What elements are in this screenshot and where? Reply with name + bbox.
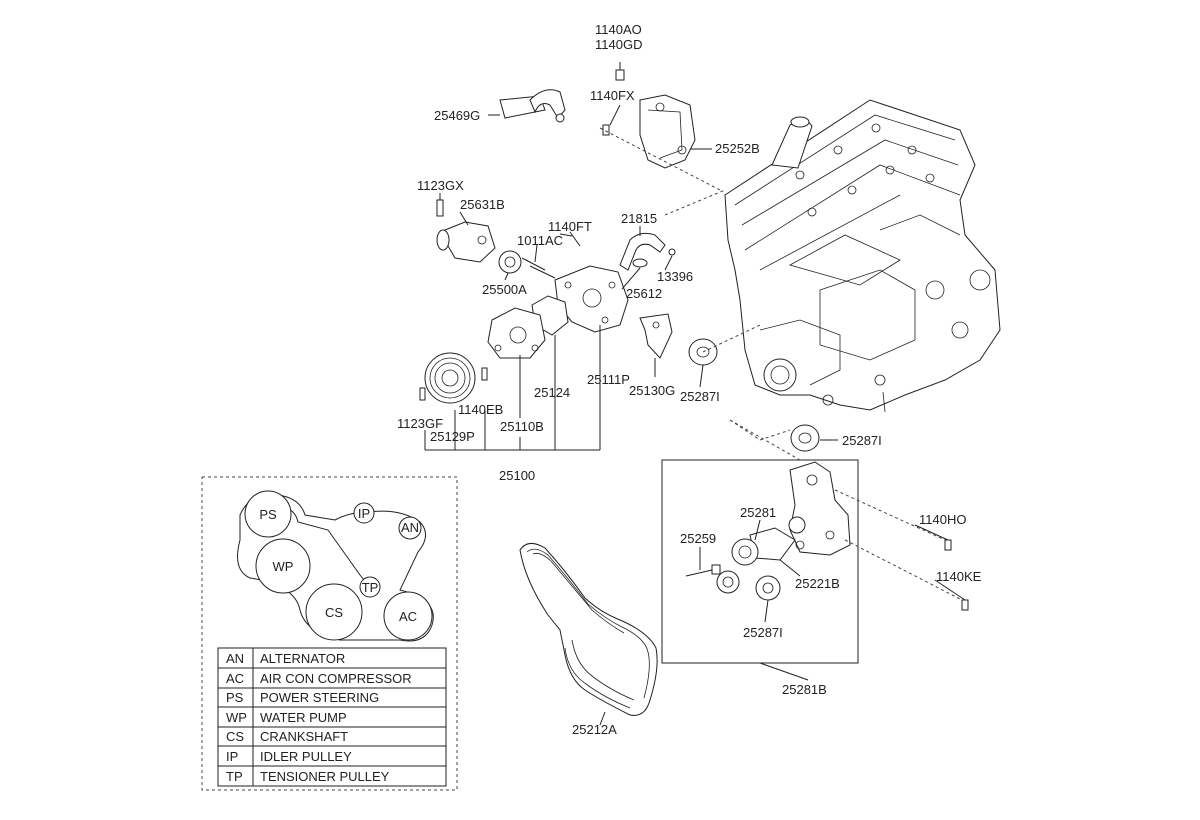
pulley-ps-label: PS xyxy=(259,507,277,522)
leader-lines xyxy=(424,104,966,726)
pulley-ip xyxy=(353,502,375,524)
engine-block-illustration xyxy=(724,99,1001,413)
legend-name: IDLER PULLEY xyxy=(260,749,352,764)
pulley-ip-label: IP xyxy=(358,506,370,521)
upper-bracket-illustration xyxy=(499,62,726,216)
callout-25500A: 25500A xyxy=(482,282,527,297)
pulley-ps xyxy=(244,490,292,538)
callout-1140FT: 1140FT xyxy=(548,219,592,234)
water-pump-illustration xyxy=(419,199,676,404)
callout-25287I-middle: 25287I xyxy=(842,433,882,448)
callout-25259: 25259 xyxy=(680,531,716,546)
callout-25124: 25124 xyxy=(534,385,570,400)
pulley-cs xyxy=(305,583,363,641)
callout-1140GD: 1140GD xyxy=(595,37,642,52)
callout-25287I-upper: 25287I xyxy=(680,389,720,404)
pulley-tp-label: TP xyxy=(362,580,379,595)
callout-25281B: 25281B xyxy=(782,682,827,697)
legend-code: AC xyxy=(226,671,244,686)
callout-25252B: 25252B xyxy=(715,141,760,156)
callout-25110B: 25110B xyxy=(500,419,544,434)
callout-25287I-lower: 25287I xyxy=(743,625,783,640)
callout-25612: 25612 xyxy=(626,286,662,301)
callout-1011AC: 1011AC xyxy=(517,233,563,248)
callout-labels: 1140AO 1140GD 25469G 1140FX 25252B 1123G… xyxy=(397,22,982,737)
legend-name: WATER PUMP xyxy=(260,710,347,725)
legend-code: IP xyxy=(226,749,238,764)
legend-name: TENSIONER PULLEY xyxy=(260,769,390,784)
callout-25129P: 25129P xyxy=(430,429,475,444)
legend-name: POWER STEERING xyxy=(260,690,379,705)
pulley-an-label: AN xyxy=(401,520,419,535)
pulley-an xyxy=(398,516,422,540)
legend-table: AN ALTERNATOR AC AIR CON COMPRESSOR PS P… xyxy=(217,647,447,787)
callout-21815: 21815 xyxy=(621,211,657,226)
callout-25212A: 25212A xyxy=(572,722,617,737)
legend-code: CS xyxy=(226,729,244,744)
callout-1140KE: 1140KE xyxy=(936,569,982,584)
legend-code: AN xyxy=(226,651,244,666)
legend-code: TP xyxy=(226,769,243,784)
callout-25130G: 25130G xyxy=(629,383,675,398)
pulley-tp xyxy=(359,576,381,598)
callout-25100: 25100 xyxy=(499,468,535,483)
callout-1140EB: 1140EB xyxy=(458,402,503,417)
callout-1123GX: 1123GX xyxy=(417,178,464,193)
legend-code: WP xyxy=(226,710,247,725)
pulley-cs-label: CS xyxy=(325,605,343,620)
callout-25221B: 25221B xyxy=(795,576,840,591)
callout-13396: 13396 xyxy=(657,269,693,284)
legend-name: AIR CON COMPRESSOR xyxy=(260,671,412,686)
pulley-ac xyxy=(383,591,433,641)
callout-1140FX: 1140FX xyxy=(590,88,635,103)
belt-routing-inset: PS WP CS AC AN IP TP AN ALTERNATOR AC AI… xyxy=(201,476,458,791)
callout-1140HO: 1140HO xyxy=(919,512,966,527)
callout-25631B: 25631B xyxy=(460,197,505,212)
callout-25469G: 25469G xyxy=(434,108,480,123)
idler-pulley-illustration xyxy=(688,324,820,452)
callout-1140AO: 1140AO xyxy=(595,22,642,37)
pulley-wp-label: WP xyxy=(273,559,294,574)
serpentine-belt-illustration xyxy=(519,543,658,716)
callout-25281: 25281 xyxy=(740,505,776,520)
legend-name: CRANKSHAFT xyxy=(260,729,348,744)
pulley-wp xyxy=(255,538,311,594)
pulley-ac-label: AC xyxy=(399,609,417,624)
legend-name: ALTERNATOR xyxy=(260,651,345,666)
legend-code: PS xyxy=(226,690,244,705)
callout-1123GF: 1123GF xyxy=(397,416,443,431)
callout-25111P: 25111P xyxy=(587,372,630,387)
